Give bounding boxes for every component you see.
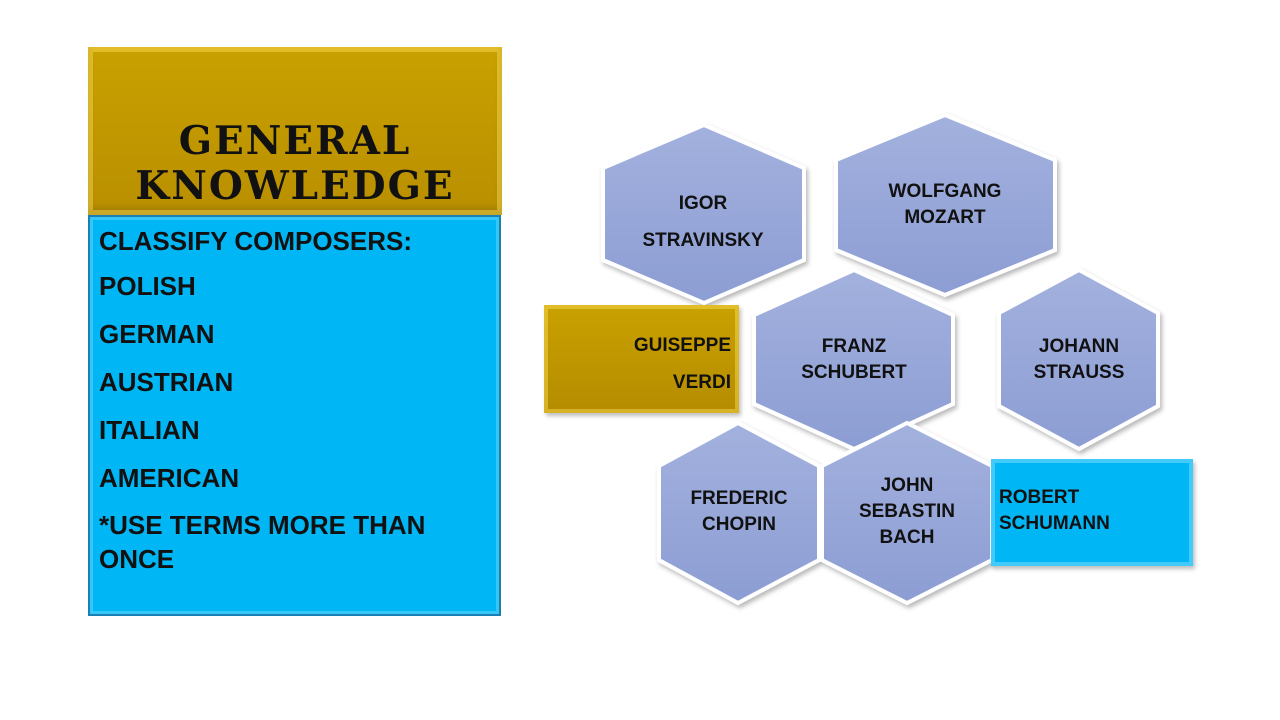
title-line-2: KNOWLEDGE	[135, 163, 455, 209]
instructions-box: CLASSIFY COMPOSERS: POLISH GERMAN AUSTRI…	[88, 215, 501, 616]
hexagon-stravinsky	[601, 122, 806, 306]
title-box: GENERAL KNOWLEDGE	[88, 47, 502, 215]
composer-strauss: JOHANN STRAUSS	[1033, 336, 1125, 383]
hexagon-mozart	[834, 112, 1057, 298]
list-item-german: GERMAN	[99, 319, 215, 349]
list-note-line-1: *USE TERMS MORE THAN	[99, 510, 426, 540]
hexagon-strauss	[997, 267, 1160, 452]
composer-chopin: FREDERIC CHOPIN	[690, 488, 788, 535]
slide-title: GENERAL KNOWLEDGE	[88, 119, 502, 209]
list-item-polish: POLISH	[99, 271, 196, 301]
composer-box-schumann: ROBERT SCHUMANN	[991, 459, 1193, 566]
composer-bach: JOHN SEBASTIN BACH	[858, 475, 956, 548]
composer-stravinsky: IGOR STRAVINSKY	[642, 193, 764, 251]
list-item-american: AMERICAN	[99, 463, 240, 493]
list-item-austrian: AUSTRIAN	[99, 367, 234, 397]
list-heading: CLASSIFY COMPOSERS:	[99, 226, 413, 256]
composer-verdi: GUISEPPE VERDI	[633, 335, 731, 393]
title-line-1: GENERAL	[178, 118, 412, 164]
composer-schubert: FRANZ SCHUBERT	[801, 336, 907, 383]
hexagon-chopin	[657, 420, 821, 606]
list-note-line-2: ONCE	[99, 544, 175, 574]
list-item-italian: ITALIAN	[99, 415, 200, 445]
composer-box-verdi: GUISEPPE VERDI	[544, 305, 739, 413]
composer-schumann: ROBERT SCHUMANN	[999, 487, 1110, 534]
composer-mozart: WOLFGANG MOZART	[888, 181, 1002, 228]
